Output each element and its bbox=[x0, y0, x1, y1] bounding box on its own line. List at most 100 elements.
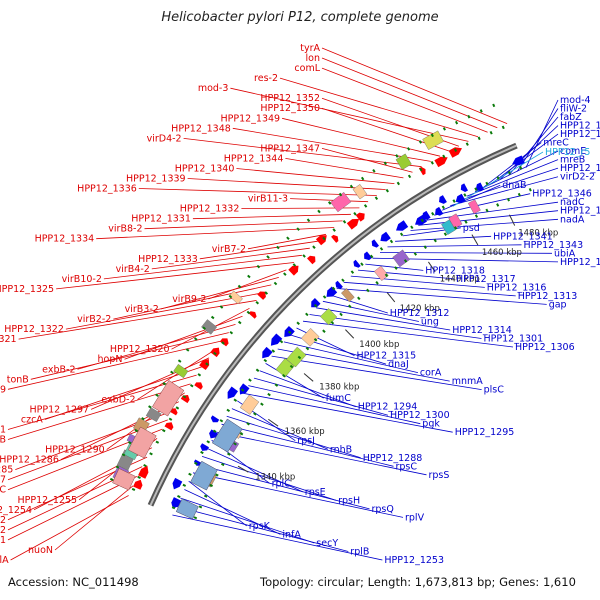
forward-feature-block bbox=[422, 130, 444, 150]
minor-tick bbox=[341, 278, 345, 283]
minor-tick bbox=[338, 192, 343, 197]
leader-line bbox=[15, 410, 174, 470]
minor-tick bbox=[313, 303, 318, 308]
leader-line bbox=[279, 77, 479, 138]
forward-gene bbox=[315, 235, 327, 246]
minor-tick bbox=[137, 475, 141, 480]
reverse-gene-label: virD2-2 bbox=[560, 172, 595, 183]
leader-line bbox=[296, 327, 355, 356]
forward-gene-label: virB7-2 bbox=[212, 244, 246, 255]
reverse-gene-label: nadA bbox=[560, 214, 585, 225]
leader-line bbox=[226, 415, 361, 459]
tick-mark bbox=[508, 214, 516, 226]
minor-tick bbox=[128, 441, 132, 445]
reverse-feature-block bbox=[239, 394, 260, 415]
leader-line bbox=[516, 108, 559, 172]
forward-gene bbox=[257, 291, 266, 300]
minor-tick bbox=[248, 378, 252, 382]
minor-tick bbox=[109, 477, 114, 481]
reverse-gene bbox=[396, 220, 409, 231]
forward-gene-label: HPP12_1254 bbox=[0, 505, 32, 516]
minor-tick bbox=[349, 184, 354, 189]
minor-tick bbox=[221, 341, 225, 345]
minor-tick bbox=[202, 326, 206, 330]
minor-tick bbox=[501, 125, 505, 130]
leader-line bbox=[343, 281, 516, 297]
reverse-gene bbox=[439, 195, 447, 204]
minor-tick bbox=[506, 197, 510, 202]
forward-gene-label: exbD-2 bbox=[101, 394, 135, 405]
forward-gene-label: tonB bbox=[7, 374, 29, 385]
minor-tick bbox=[149, 452, 153, 456]
leader-line bbox=[247, 233, 327, 250]
leader-line bbox=[30, 332, 229, 380]
forward-gene-label: virB3-2 bbox=[125, 304, 159, 315]
tick-mark bbox=[428, 261, 436, 273]
minor-tick bbox=[155, 393, 159, 397]
forward-gene-label: HPP12_1286 bbox=[0, 455, 59, 466]
minor-tick bbox=[219, 305, 224, 309]
minor-tick bbox=[193, 337, 198, 341]
minor-tick bbox=[374, 196, 379, 201]
minor-tick bbox=[322, 329, 326, 333]
forward-feature-block bbox=[151, 380, 185, 417]
leader-line bbox=[113, 284, 272, 320]
minor-tick bbox=[302, 254, 306, 258]
label-leader-lines bbox=[7, 47, 559, 561]
reverse-gene-label: HPP12_1318 bbox=[425, 265, 485, 276]
reverse-gene-label: HPP12_1253 bbox=[384, 555, 444, 566]
tick-mark bbox=[386, 292, 396, 303]
minor-tick bbox=[331, 286, 336, 291]
tick-label: 1340 kbp bbox=[255, 472, 295, 482]
minor-tick bbox=[276, 245, 280, 250]
minor-tick bbox=[162, 382, 167, 386]
reverse-gene bbox=[475, 182, 485, 192]
minor-tick bbox=[121, 453, 126, 457]
leader-line bbox=[216, 431, 427, 476]
reverse-gene-label: gap bbox=[549, 299, 567, 310]
forward-gene-label: HPP12_1331 bbox=[131, 214, 191, 225]
forward-gene bbox=[248, 311, 257, 319]
leader-line bbox=[321, 47, 508, 124]
minor-tick bbox=[198, 505, 203, 509]
minor-tick bbox=[463, 193, 467, 197]
minor-tick bbox=[115, 465, 120, 469]
minor-tick bbox=[406, 147, 411, 151]
minor-tick bbox=[453, 148, 458, 152]
leader-line bbox=[221, 423, 394, 467]
reverse-gene-label: HPP12_1346 bbox=[532, 189, 592, 200]
reverse-feature-block bbox=[190, 460, 218, 491]
minor-tick bbox=[305, 346, 310, 351]
minor-tick bbox=[263, 358, 268, 363]
leader-line bbox=[103, 254, 302, 280]
forward-feature-block bbox=[330, 192, 352, 213]
leader-line bbox=[90, 357, 210, 410]
forward-gene-label: HPP12_1257 bbox=[0, 475, 6, 486]
reverse-gene-label: ubiA bbox=[554, 248, 576, 259]
minor-tick bbox=[255, 368, 260, 372]
reverse-gene-label: HPP12_1295 bbox=[455, 427, 515, 438]
tick-label: 1460 kbp bbox=[482, 248, 522, 258]
reverse-gene-label: HPP12_1364 bbox=[560, 121, 600, 132]
leader-line bbox=[54, 485, 134, 551]
forward-gene-label: virB10-2 bbox=[62, 274, 102, 285]
leader-line bbox=[65, 292, 264, 330]
minor-tick bbox=[237, 284, 242, 289]
minor-tick bbox=[148, 405, 152, 409]
minor-tick bbox=[430, 133, 434, 138]
minor-tick bbox=[403, 259, 408, 263]
reverse-feature-block bbox=[301, 328, 320, 347]
reverse-gene-label: HPP12_1316 bbox=[487, 282, 547, 293]
reverse-gene bbox=[364, 251, 372, 261]
minor-tick bbox=[496, 203, 500, 207]
reverse-gene-label: HPP12_1343 bbox=[524, 240, 584, 251]
reverse-gene bbox=[326, 286, 338, 297]
tick-mark bbox=[471, 234, 479, 246]
forward-gene-label: HPP12_1352 bbox=[260, 93, 320, 104]
leader-line bbox=[434, 193, 531, 216]
minor-tick bbox=[229, 330, 234, 335]
minor-tick bbox=[296, 227, 300, 231]
tick-mark bbox=[345, 329, 355, 339]
leader-line bbox=[483, 142, 542, 188]
